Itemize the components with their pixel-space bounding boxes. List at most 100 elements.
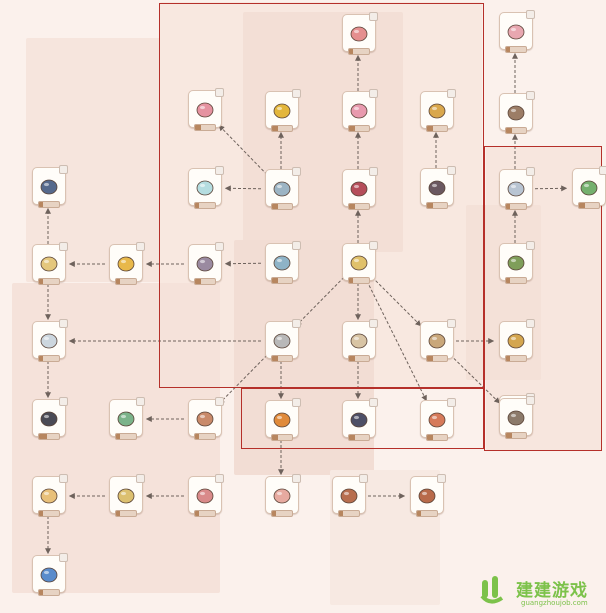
progress-fill bbox=[272, 126, 278, 131]
tech-node-card[interactable] bbox=[342, 398, 378, 438]
tech-node-sun-icon-top[interactable] bbox=[495, 10, 535, 60]
tech-node-card[interactable] bbox=[420, 398, 456, 438]
background-patch bbox=[243, 12, 403, 252]
tech-node-card[interactable] bbox=[499, 167, 535, 207]
tech-node-card[interactable] bbox=[342, 241, 378, 281]
tech-node-n-cup[interactable] bbox=[184, 166, 224, 216]
progress-bar bbox=[271, 355, 293, 362]
tech-node-card[interactable] bbox=[572, 166, 606, 206]
tech-node-n-gear[interactable] bbox=[28, 242, 68, 292]
tech-node-card[interactable] bbox=[420, 89, 456, 129]
tech-node-card[interactable] bbox=[32, 474, 68, 514]
tech-node-card[interactable] bbox=[420, 166, 456, 206]
tech-node-card[interactable] bbox=[342, 12, 378, 52]
tech-node-n-orange-box[interactable] bbox=[261, 398, 301, 448]
tech-node-card[interactable] bbox=[265, 474, 301, 514]
tech-node-n-cloud-l[interactable] bbox=[28, 319, 68, 369]
progress-bar bbox=[348, 203, 370, 210]
tech-node-card[interactable] bbox=[265, 319, 301, 359]
tech-node-card[interactable] bbox=[499, 91, 535, 131]
tech-node-card[interactable] bbox=[265, 167, 301, 207]
tech-node-n-bowl[interactable] bbox=[495, 91, 535, 141]
tech-node-n-panel[interactable] bbox=[495, 396, 535, 446]
tech-node-n-stamp[interactable] bbox=[338, 167, 378, 217]
tech-node-n-ham[interactable] bbox=[261, 474, 301, 524]
node-badge bbox=[369, 398, 378, 407]
tech-node-n-tray[interactable] bbox=[416, 398, 456, 448]
tech-node-card[interactable] bbox=[342, 167, 378, 207]
tech-node-card[interactable] bbox=[109, 474, 145, 514]
tech-node-card[interactable] bbox=[188, 166, 224, 206]
tech-node-n-clip[interactable] bbox=[184, 397, 224, 447]
progress-fill bbox=[506, 278, 510, 283]
tech-node-n-fridge[interactable] bbox=[261, 167, 301, 217]
progress-fill bbox=[349, 435, 355, 440]
node-badge bbox=[526, 241, 535, 250]
tech-node-card[interactable] bbox=[420, 319, 456, 359]
progress-fill bbox=[427, 356, 433, 361]
tech-node-card[interactable] bbox=[499, 396, 535, 436]
node-badge bbox=[215, 88, 224, 97]
tech-node-card[interactable] bbox=[188, 88, 224, 128]
tech-node-n-cloud-r[interactable] bbox=[495, 167, 535, 217]
tech-node-card[interactable] bbox=[265, 241, 301, 281]
tech-node-n-horn[interactable] bbox=[184, 242, 224, 292]
tech-node-n-shell-top[interactable] bbox=[338, 12, 378, 62]
progress-bar bbox=[271, 125, 293, 132]
tech-node-n-photo[interactable] bbox=[261, 241, 301, 291]
tech-node-card[interactable] bbox=[32, 242, 68, 282]
tech-node-card[interactable] bbox=[109, 397, 145, 437]
tech-node-n-yellow-tool[interactable] bbox=[261, 89, 301, 139]
node-badge bbox=[369, 12, 378, 21]
progress-bar bbox=[426, 355, 448, 362]
tech-node-n-cake[interactable] bbox=[416, 89, 456, 139]
tech-node-n-printer[interactable] bbox=[261, 319, 301, 369]
tech-node-n-sun[interactable] bbox=[105, 242, 145, 292]
tech-node-n-box-r[interactable] bbox=[495, 319, 535, 369]
tech-node-n-dark-jar[interactable] bbox=[338, 398, 378, 448]
tech-node-n-stack[interactable] bbox=[338, 319, 378, 369]
tech-node-card[interactable] bbox=[410, 474, 446, 514]
tech-node-n-pink-tool[interactable] bbox=[184, 88, 224, 138]
bag-icon bbox=[426, 176, 448, 198]
tech-node-n-meat[interactable] bbox=[184, 474, 224, 524]
tech-node-card[interactable] bbox=[342, 89, 378, 129]
tech-node-card[interactable] bbox=[109, 242, 145, 282]
tech-node-n-pink-jar[interactable] bbox=[338, 89, 378, 139]
connector-arrow bbox=[449, 354, 501, 404]
tech-node-n-gift[interactable] bbox=[338, 241, 378, 291]
tech-node-n-lamp[interactable] bbox=[105, 397, 145, 447]
tech-node-card[interactable] bbox=[265, 89, 301, 129]
tech-node-n-camera[interactable] bbox=[28, 397, 68, 447]
tech-node-card[interactable] bbox=[188, 242, 224, 282]
tech-node-card[interactable] bbox=[188, 474, 224, 514]
tech-node-card[interactable] bbox=[499, 241, 535, 281]
tech-node-n-bag[interactable] bbox=[416, 166, 456, 216]
blocks-icon bbox=[38, 175, 60, 197]
jar-icon bbox=[578, 176, 600, 198]
tech-node-n-mushroom[interactable] bbox=[105, 474, 145, 524]
tech-node-n-box-mid[interactable] bbox=[416, 319, 456, 369]
tech-node-n-ball[interactable] bbox=[406, 474, 446, 524]
tech-node-card[interactable] bbox=[332, 474, 368, 514]
progress-bar bbox=[338, 510, 360, 517]
tech-node-card[interactable] bbox=[499, 10, 535, 50]
tech-node-n-blocks[interactable] bbox=[28, 165, 68, 215]
tech-node-card[interactable] bbox=[342, 319, 378, 359]
progress-bar bbox=[194, 278, 216, 285]
tech-node-n-bread[interactable] bbox=[28, 474, 68, 524]
tech-node-card[interactable] bbox=[265, 398, 301, 438]
tech-node-card[interactable] bbox=[32, 553, 68, 593]
tech-node-card[interactable] bbox=[32, 397, 68, 437]
tech-node-card[interactable] bbox=[32, 165, 68, 205]
node-badge bbox=[215, 242, 224, 251]
tech-node-card[interactable] bbox=[32, 319, 68, 359]
tech-node-card[interactable] bbox=[188, 397, 224, 437]
tech-node-n-tree[interactable] bbox=[495, 241, 535, 291]
tech-node-n-snail[interactable] bbox=[328, 474, 368, 524]
tech-node-card[interactable] bbox=[499, 319, 535, 359]
tech-node-n-jar-r[interactable] bbox=[568, 166, 606, 216]
progress-fill bbox=[195, 125, 201, 130]
progress-fill bbox=[506, 128, 512, 133]
tech-node-n-helmet[interactable] bbox=[28, 553, 68, 603]
